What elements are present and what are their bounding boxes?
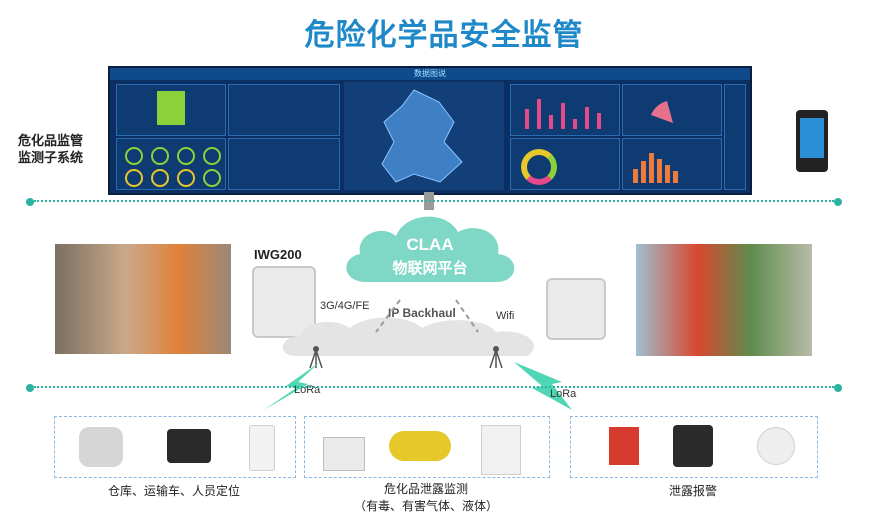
device-group-caption: 泄露报警 [668, 484, 717, 498]
divider-dot [26, 384, 34, 392]
device-group-caption-line2: （有毒、有害气体、液体） [353, 499, 498, 513]
divider-dot [26, 198, 34, 206]
page-title: 危险化学品安全监管 [304, 18, 584, 53]
personnel-badge-icon [249, 425, 275, 471]
dashboard-gauge-panel [116, 138, 226, 190]
vehicle-tracker-icon [167, 429, 211, 463]
gateway-label: IWG200 [254, 247, 302, 262]
device-group-leak-alarm [570, 416, 818, 478]
backhaul-link-lines [375, 299, 479, 333]
divider-line [34, 200, 834, 204]
antenna-icon [489, 346, 503, 369]
locator-tag-icon [79, 427, 123, 467]
gateway-device-left [252, 266, 316, 338]
dashboard-header-bar [110, 68, 750, 80]
hazmat-scene-photo [636, 244, 812, 356]
wifi-link-label: Wifi [496, 310, 515, 322]
gas-detector-icon [481, 425, 521, 475]
dashboard-header-title: 数据图说 [414, 69, 446, 78]
device-group-caption: 危化品泄露监测 [383, 482, 468, 496]
cloud-icon [346, 216, 515, 282]
device-group-leak-monitoring [304, 416, 550, 478]
dashboard-donut-panel [510, 138, 620, 190]
fire-scene-photo [55, 244, 231, 354]
map-icon [381, 89, 463, 183]
alarm-siren-icon [609, 427, 639, 465]
monitoring-subsystem-label: 危化品监管 监测子系统 [18, 132, 83, 166]
divider-dot [834, 198, 842, 206]
dashboard-panel [228, 84, 340, 136]
dashboard-side-panel [724, 84, 746, 190]
divider-line [34, 386, 834, 390]
platform-name: CLAA [406, 235, 454, 254]
monitoring-subsystem-label-line2: 监测子系统 [18, 150, 84, 165]
alarm-control-panel-icon [673, 425, 713, 467]
platform-subtitle: 物联网平台 [392, 260, 468, 277]
dashboard-pie-panel [622, 84, 722, 136]
liquid-leak-sensor-icon [389, 431, 451, 461]
backhaul-cloud-icon [282, 317, 534, 356]
tablet-screen [800, 118, 824, 158]
device-group-caption: 仓库、运输车、人员定位 [107, 484, 240, 498]
monitoring-subsystem-label-line1: 危化品监管 [18, 133, 84, 148]
lora-right-label: LoRa [550, 388, 577, 400]
cellular-link-label: 3G/4G/FE [320, 300, 370, 312]
dashboard-panel [116, 84, 226, 136]
dashboard-histogram-panel [622, 138, 722, 190]
smoke-detector-icon [757, 427, 795, 465]
dashboard-bar-chart-panel [510, 84, 620, 136]
dashboard-screen: 数据图说 [108, 66, 752, 195]
divider-dot [834, 384, 842, 392]
dashboard-map [344, 82, 504, 190]
dashboard-panel [228, 138, 340, 190]
device-group-positioning [54, 416, 296, 478]
backhaul-label: IP Backhaul [388, 306, 456, 320]
gateway-device-right [546, 278, 606, 340]
sensor-node-icon [323, 437, 365, 471]
